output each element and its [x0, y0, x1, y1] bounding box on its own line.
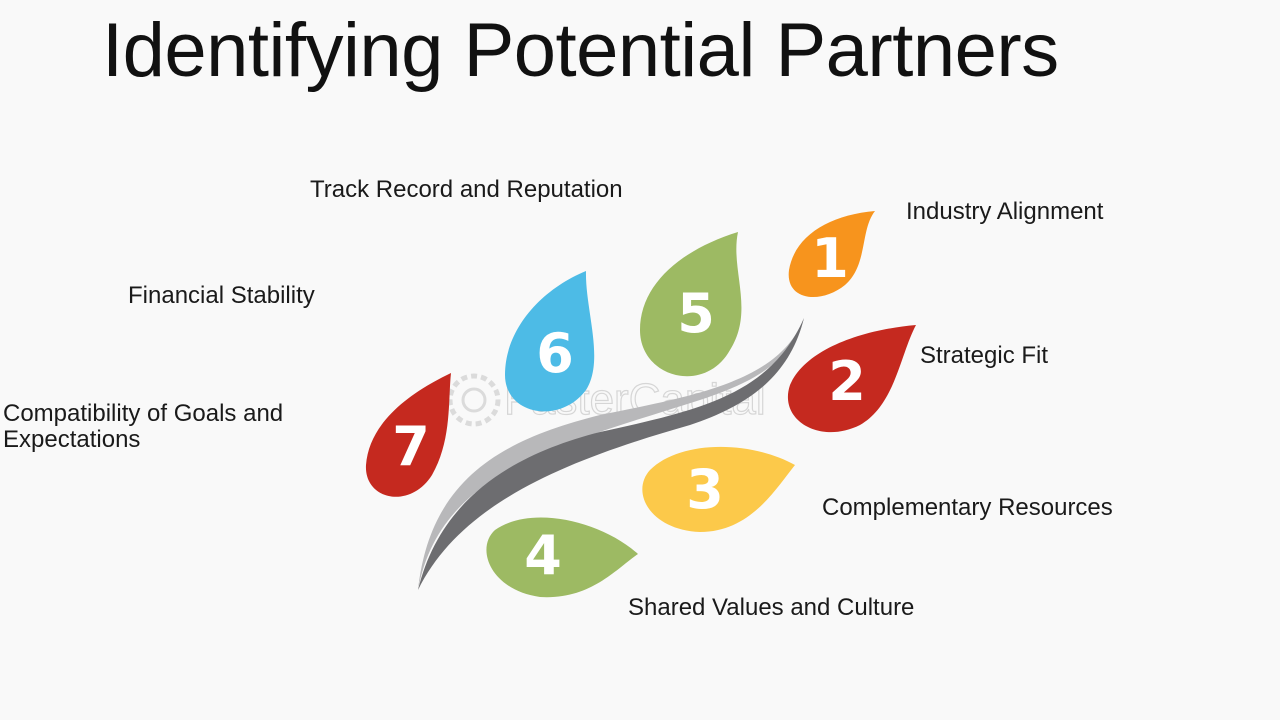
- label-strategic-fit: Strategic Fit: [920, 342, 1049, 369]
- leaf-6-number: 6: [536, 322, 574, 385]
- leaf-2: 2: [787, 325, 916, 433]
- label-complementary-resources: Complementary Resources: [822, 494, 1113, 521]
- leaf-4: 4: [486, 517, 638, 598]
- leaf-2-number: 2: [828, 350, 866, 413]
- leaf-3: 3: [642, 446, 795, 532]
- leaf-7-shape: [365, 373, 451, 497]
- label-shared-values: Shared Values and Culture: [628, 594, 915, 621]
- leaf-3-number: 3: [686, 458, 724, 521]
- label-track-record: Track Record and Reputation: [310, 176, 623, 203]
- label-compatibility-goals: Compatibility of Goals and Expectations: [3, 400, 284, 453]
- leaf-7-number: 7: [392, 415, 430, 478]
- leaf-1: 1: [788, 211, 875, 297]
- leaf-3-shape: [642, 446, 795, 532]
- leaf-6-shape: [505, 271, 595, 412]
- leaf-6: 6: [505, 271, 595, 412]
- label-industry-alignment: Industry Alignment: [906, 198, 1104, 225]
- leaf-1-shape: [788, 211, 875, 297]
- leaf-5: 5: [640, 232, 742, 377]
- leaf-5-shape: [640, 232, 742, 377]
- leaf-2-shape: [787, 325, 916, 433]
- leaf-1-number: 1: [811, 227, 849, 290]
- label-financial-stability: Financial Stability: [128, 282, 315, 309]
- leaf-7: 7: [365, 373, 451, 497]
- leaf-4-shape: [486, 517, 638, 598]
- page-title: Identifying Potential Partners: [102, 8, 1059, 93]
- leaf-4-number: 4: [524, 524, 562, 587]
- leaf-5-number: 5: [677, 282, 715, 345]
